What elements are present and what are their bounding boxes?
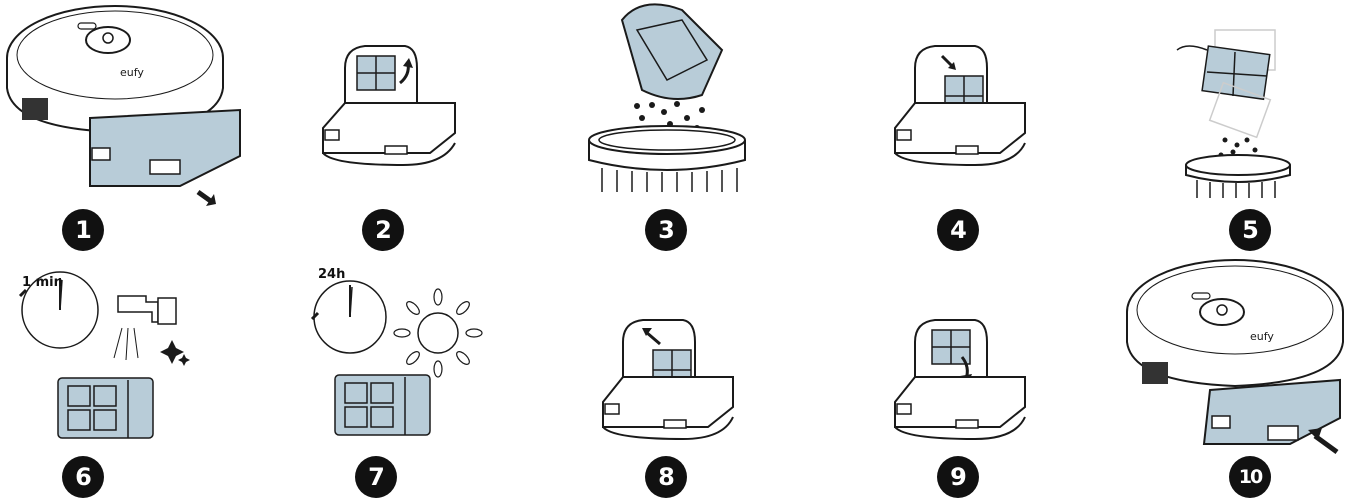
step-8-illustration xyxy=(598,312,738,442)
step-number: 6 xyxy=(75,463,92,491)
step-number-badge: 2 xyxy=(362,209,404,251)
reinsert-filter-image xyxy=(602,319,734,441)
step-number: 3 xyxy=(658,216,675,244)
step-number-badge: 8 xyxy=(645,456,687,498)
step-number: 10 xyxy=(1238,466,1263,488)
step-5-illustration xyxy=(1175,10,1365,200)
step-number: 7 xyxy=(368,463,385,491)
tap-filter-image xyxy=(1176,29,1291,198)
step-number-badge: 3 xyxy=(645,209,687,251)
reinsert-dustbin-image: eufy xyxy=(1126,259,1344,455)
step-number-badge: 1 xyxy=(62,209,104,251)
wash-filter-image xyxy=(18,271,190,439)
step-6-illustration: 1 min xyxy=(18,268,208,453)
robot-remove-dustbin-image: eufy xyxy=(6,5,241,206)
brand-logo-text: eufy xyxy=(1250,330,1274,343)
step-number-badge: 10 xyxy=(1229,456,1271,498)
step-number-badge: 7 xyxy=(355,456,397,498)
step-1-illustration: eufy xyxy=(0,0,250,210)
empty-dustbin-image xyxy=(588,3,746,192)
step-number-badge: 4 xyxy=(937,209,979,251)
dry-filter-image xyxy=(310,280,483,436)
step-number: 2 xyxy=(375,216,392,244)
step-number: 5 xyxy=(1242,216,1259,244)
step-4-illustration xyxy=(890,38,1030,168)
close-lid-image xyxy=(894,319,1026,441)
step-9-illustration xyxy=(890,312,1030,442)
step-number: 4 xyxy=(950,216,967,244)
step-number: 8 xyxy=(658,463,675,491)
open-dustbin-lid-image xyxy=(322,45,456,167)
step-7-illustration: 24h xyxy=(310,267,485,450)
step-3-illustration xyxy=(582,0,752,195)
step-number-badge: 9 xyxy=(937,456,979,498)
remove-filter-image xyxy=(894,45,1026,167)
timer-label: 1 min xyxy=(22,275,63,290)
timer-label: 24h xyxy=(318,267,346,282)
step-number: 1 xyxy=(75,216,92,244)
step-2-illustration xyxy=(315,38,460,168)
step-number: 9 xyxy=(950,463,967,491)
step-number-badge: 5 xyxy=(1229,209,1271,251)
step-number-badge: 6 xyxy=(62,456,104,498)
brand-logo-text: eufy xyxy=(120,66,144,79)
step-10-illustration: eufy xyxy=(1120,250,1360,455)
